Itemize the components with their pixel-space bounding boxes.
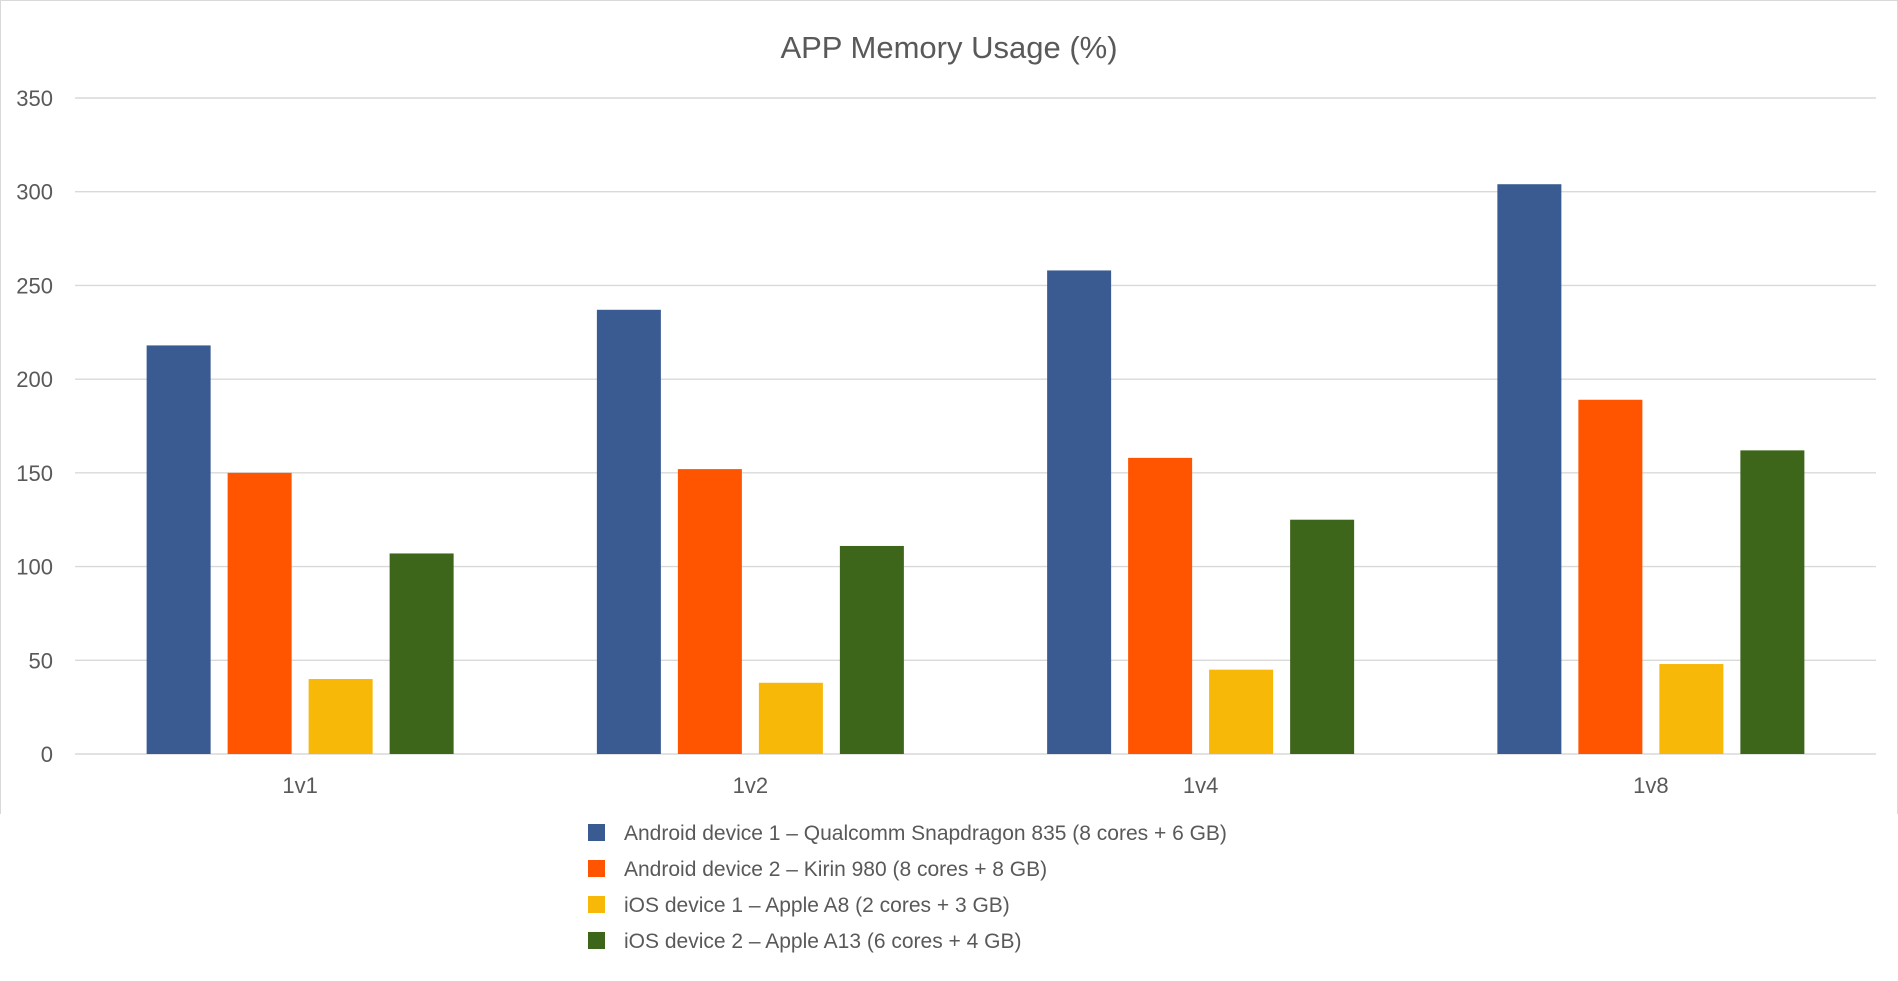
bar-1v2-series-1 <box>596 309 661 754</box>
bar-1v8-series-4 <box>1740 450 1805 754</box>
legend-swatch <box>588 932 605 949</box>
y-tick-label: 300 <box>16 180 53 205</box>
legend: Android device 1 – Qualcomm Snapdragon 8… <box>588 822 1227 953</box>
bar-1v8-series-2 <box>1578 399 1643 754</box>
x-category-label: 1v1 <box>282 773 317 798</box>
y-tick-label: 200 <box>16 367 53 392</box>
bar-1v1-series-1 <box>146 345 211 754</box>
legend-item: Android device 2 – Kirin 980 (8 cores + … <box>588 858 1047 881</box>
bar-1v1-series-4 <box>389 553 454 754</box>
legend-label: iOS device 1 – Apple A8 (2 cores + 3 GB) <box>624 894 1010 917</box>
bar-1v8-series-3 <box>1659 664 1724 754</box>
legend-label: iOS device 2 – Apple A13 (6 cores + 4 GB… <box>624 930 1021 953</box>
bar-1v2-series-2 <box>677 469 742 754</box>
bar-1v4-series-4 <box>1290 519 1355 754</box>
bar-1v2-series-3 <box>758 682 823 754</box>
x-category-label: 1v4 <box>1183 773 1218 798</box>
legend-item: Android device 1 – Qualcomm Snapdragon 8… <box>588 822 1227 845</box>
bar-1v4-series-2 <box>1128 457 1193 754</box>
bar-1v4-series-1 <box>1047 270 1112 754</box>
bar-1v8-series-1 <box>1497 184 1562 754</box>
bar-1v1-series-3 <box>308 679 373 754</box>
legend-swatch <box>588 896 605 913</box>
legend-item: iOS device 1 – Apple A8 (2 cores + 3 GB) <box>588 894 1010 917</box>
y-axis-ticks: 0 50 100 150 200 250 300 350 <box>16 86 53 767</box>
bar-1v2-series-4 <box>839 545 904 754</box>
legend-label: Android device 2 – Kirin 980 (8 cores + … <box>624 858 1047 881</box>
gridlines <box>75 97 1876 755</box>
legend-item: iOS device 2 – Apple A13 (6 cores + 4 GB… <box>588 930 1021 953</box>
bar-1v4-series-3 <box>1209 669 1274 754</box>
y-tick-label: 150 <box>16 461 53 486</box>
y-tick-label: 50 <box>29 648 53 673</box>
legend-swatch <box>588 824 605 841</box>
x-category-label: 1v2 <box>733 773 768 798</box>
y-tick-label: 0 <box>41 742 53 767</box>
legend-label: Android device 1 – Qualcomm Snapdragon 8… <box>624 822 1227 845</box>
y-tick-label: 100 <box>16 555 53 580</box>
bar-1v1-series-2 <box>227 472 292 754</box>
y-tick-label: 350 <box>16 86 53 111</box>
x-category-label: 1v8 <box>1633 773 1668 798</box>
legend-swatch <box>588 860 605 877</box>
x-axis-categories: 1v1 1v2 1v4 1v8 <box>282 773 1668 798</box>
bars <box>146 184 1805 754</box>
chart-title: APP Memory Usage (%) <box>780 30 1117 65</box>
y-tick-label: 250 <box>16 273 53 298</box>
